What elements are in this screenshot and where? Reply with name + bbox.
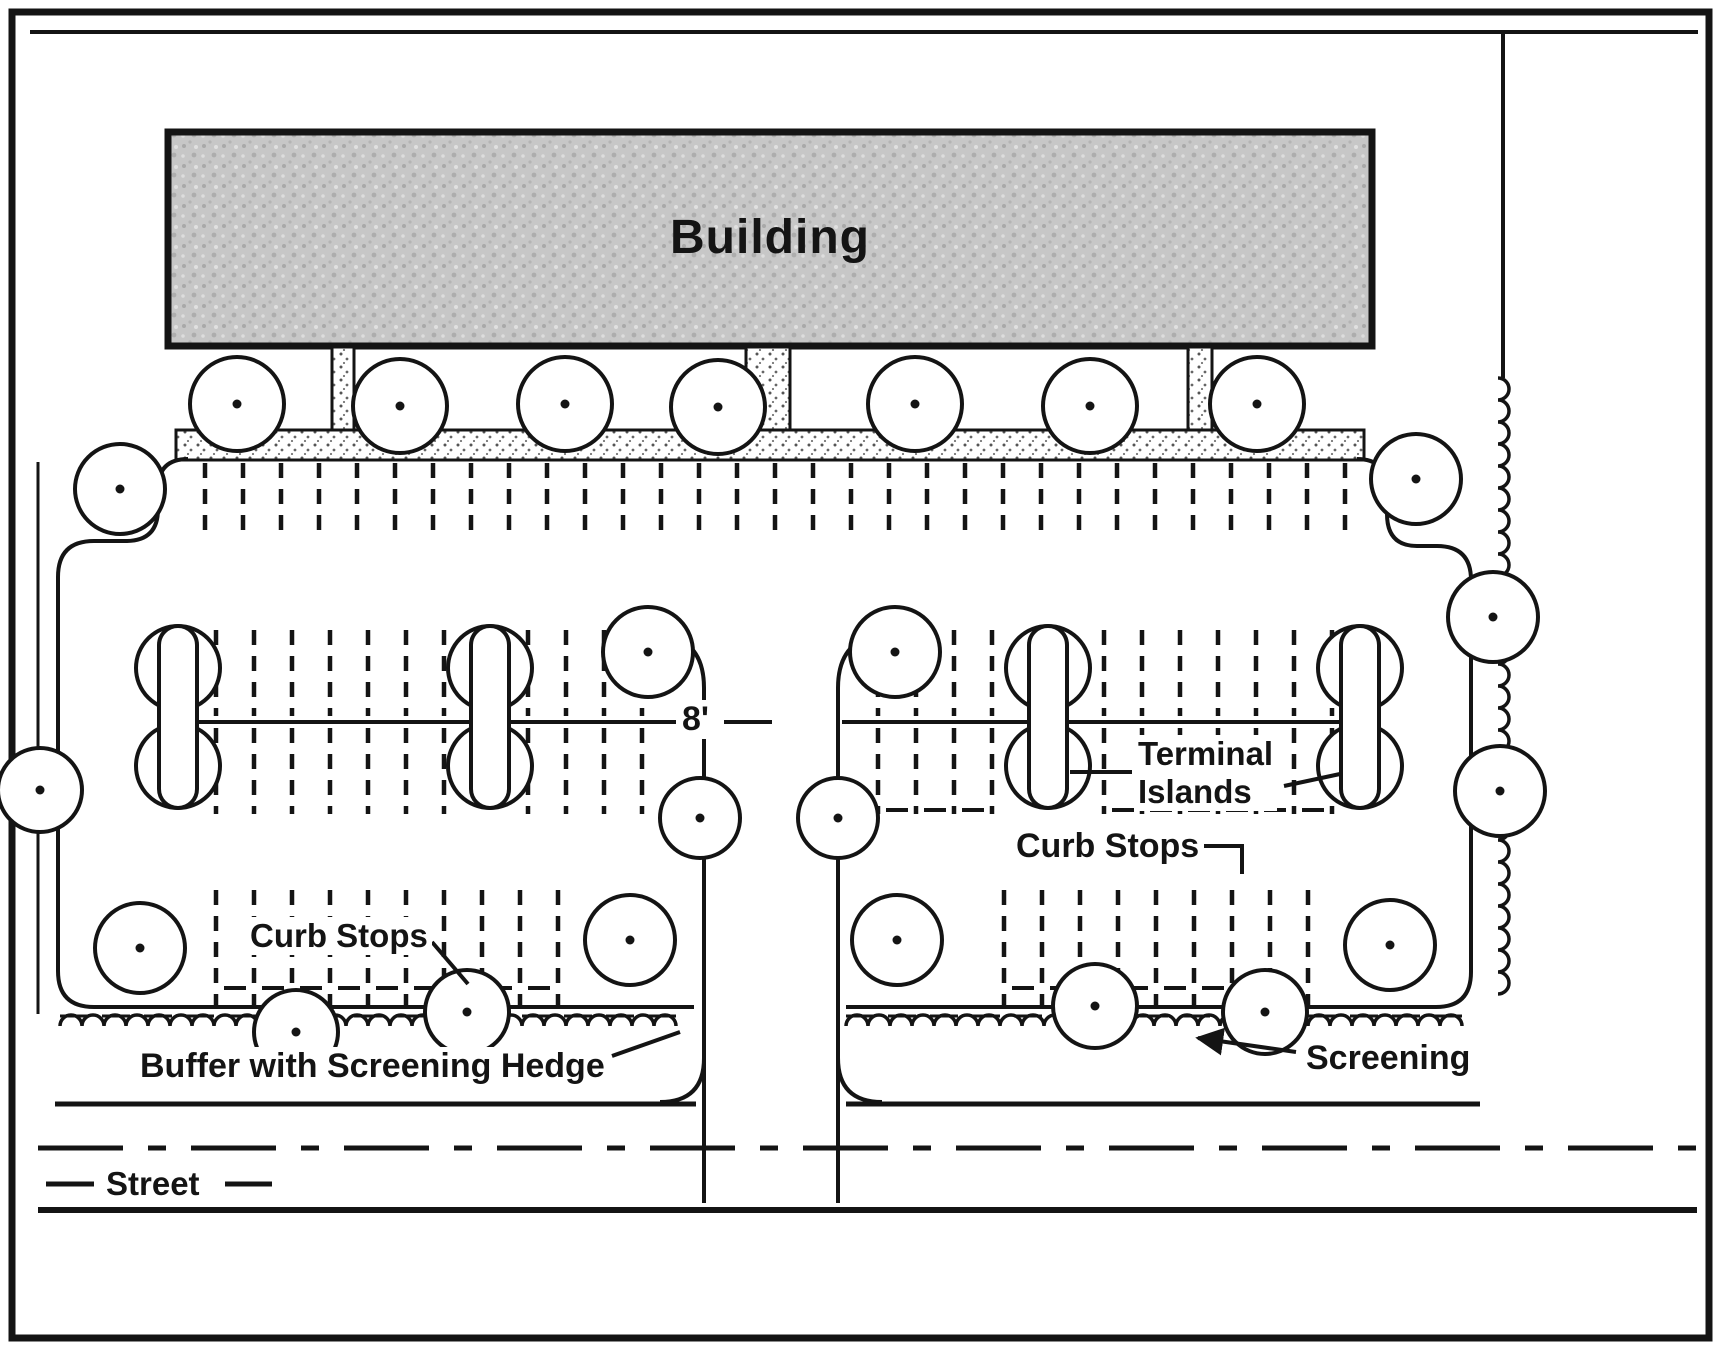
terminal-island-capsule <box>469 624 511 810</box>
building-outline <box>164 128 1376 350</box>
terminal-island-capsule <box>157 624 199 810</box>
sidewalk-strip <box>174 428 1366 462</box>
tree-trunk-dot <box>892 935 902 945</box>
screening-label: Screening <box>1302 1039 1475 1078</box>
terminal-islands <box>157 624 1381 810</box>
curb-stops-right-leader <box>1204 844 1244 874</box>
tree-trunk-dot <box>462 1007 472 1017</box>
tree-icon <box>601 605 695 699</box>
tree-icon <box>848 605 942 699</box>
terminal-islands-label-line1: Terminal <box>1138 735 1274 772</box>
tree-trunk-dot <box>833 813 843 823</box>
terminal-islands-leader-right <box>1283 772 1341 788</box>
tree-trunk-dot <box>695 813 705 823</box>
tree-trunk-dot <box>625 935 635 945</box>
tree-icon <box>516 355 614 453</box>
street-lines <box>38 1101 1697 1213</box>
leader-lines <box>430 770 1341 1058</box>
walkway-connector <box>1186 345 1214 435</box>
tree-icon <box>796 776 880 860</box>
image-border <box>8 8 1713 1342</box>
tree-trunk-dot <box>643 647 653 657</box>
tree-icon <box>1051 962 1139 1050</box>
tree-trunk-dot <box>291 1027 301 1037</box>
tree-trunk-dot <box>35 785 45 795</box>
frame-and-boundary <box>8 8 1713 1342</box>
street-label: Street <box>106 1165 200 1202</box>
tree-icon <box>1343 898 1437 992</box>
tree-icon <box>1041 357 1139 455</box>
tree-trunk-dot <box>1252 399 1262 409</box>
building-footprint <box>164 128 1376 350</box>
tree-icon <box>351 357 449 455</box>
terminal-islands-label-line2: Islands <box>1138 773 1252 810</box>
tree-trunk-dot <box>135 943 145 953</box>
building-label: Building <box>670 211 870 264</box>
tree-icon <box>866 355 964 453</box>
tree-trunk-dot <box>1411 474 1421 484</box>
tree-icon <box>1453 744 1547 838</box>
curb-stops-label-left: Curb Stops <box>246 917 432 955</box>
drive-west-flare <box>659 1057 706 1104</box>
tree-icon <box>583 893 677 987</box>
walkway-connector <box>330 345 356 435</box>
tree-icon <box>73 442 167 536</box>
tree-icon <box>0 746 84 834</box>
tree-icon <box>669 358 767 456</box>
curb-stops-label-right: Curb Stops <box>1012 827 1204 866</box>
tree-trunk-dot <box>1385 940 1395 950</box>
terminal-islands-label: Terminal Islands <box>1134 735 1278 811</box>
tree-icon <box>1208 355 1306 453</box>
tree-trunk-dot <box>1260 1007 1270 1017</box>
screening-hedge-line <box>1497 376 1511 996</box>
buffer-leader <box>611 1030 681 1058</box>
terminal-island-capsule <box>1027 624 1069 810</box>
tree-trunk-dot <box>1495 786 1505 796</box>
tree-trunk-dot <box>910 399 920 409</box>
drive-east-flare <box>836 1057 883 1104</box>
tree-trunk-dot <box>115 484 125 494</box>
screening-arrow <box>1195 1027 1297 1056</box>
curb-stops-left-leader <box>430 940 470 986</box>
tree-trunk-dot <box>395 401 405 411</box>
terminal-island-capsule <box>1339 624 1381 810</box>
tree-trunk-dot <box>232 399 242 409</box>
trees <box>0 355 1547 1076</box>
tree-icon <box>850 893 944 987</box>
tree-trunk-dot <box>1085 401 1095 411</box>
buffer-screening-hedge-label: Buffer with Screening Hedge <box>136 1047 609 1086</box>
tree-icon <box>1369 432 1463 526</box>
tree-icon <box>188 355 286 453</box>
island-width-dimension: 8' <box>678 700 713 739</box>
tree-trunk-dot <box>560 399 570 409</box>
tree-icon <box>658 776 742 860</box>
tree-icon <box>1446 570 1540 664</box>
tree-trunk-dot <box>890 647 900 657</box>
tree-icon <box>93 901 187 995</box>
tree-trunk-dot <box>713 402 723 412</box>
tree-icon <box>1221 968 1309 1056</box>
tree-trunk-dot <box>1488 612 1498 622</box>
tree-trunk-dot <box>1090 1001 1100 1011</box>
